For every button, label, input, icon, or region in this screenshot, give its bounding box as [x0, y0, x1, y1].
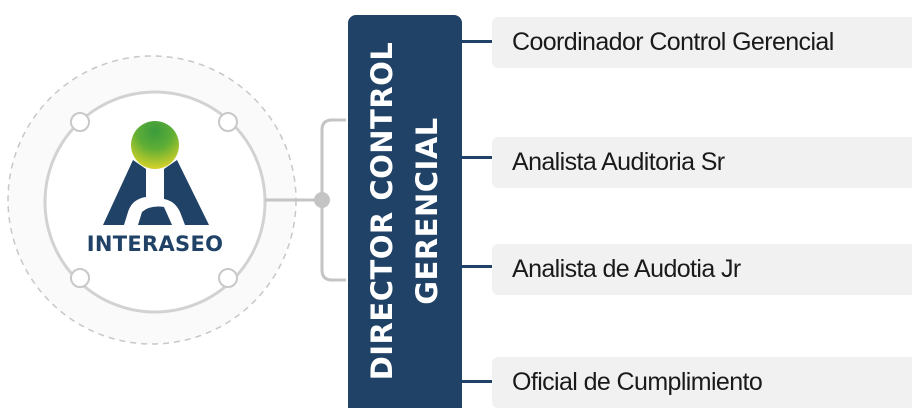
role-label-2: Analista Auditoria Sr — [512, 148, 725, 176]
connector-role-2 — [462, 156, 492, 159]
connector-role-4 — [462, 380, 492, 383]
logo-right-shape — [164, 160, 209, 225]
role-label-4: Oficial de Cumplimiento — [512, 368, 763, 396]
connector-role-3 — [462, 265, 492, 268]
role-label-1: Coordinador Control Gerencial — [512, 28, 834, 56]
interaseo-logo-mark — [103, 121, 209, 225]
ring-node-top-left — [70, 112, 90, 132]
ring-node-bottom-right — [218, 268, 238, 288]
director-title: DIRECTOR CONTROL GERENCIAL — [360, 42, 450, 381]
logo-wordmark: INTERASEO — [86, 232, 224, 256]
role-label-3: Analista de Audotia Jr — [512, 255, 741, 283]
logo-middle-shape — [138, 206, 172, 225]
director-bar — [348, 15, 462, 408]
logo-ball — [131, 121, 179, 169]
role-box-1: Coordinador Control Gerencial — [492, 17, 912, 68]
director-title-line1: DIRECTOR CONTROL — [365, 41, 399, 381]
director-title-line2: GERENCIAL — [410, 117, 444, 305]
logo-circle — [43, 90, 267, 314]
ring-node-bottom-left — [70, 268, 90, 288]
role-box-2: Analista Auditoria Sr — [492, 137, 912, 188]
role-box-3: Analista de Audotia Jr — [492, 244, 912, 295]
bracket-node — [314, 192, 330, 208]
role-box-4: Oficial de Cumplimiento — [492, 357, 912, 408]
ring-node-top-right — [218, 112, 238, 132]
connector-role-1 — [462, 40, 492, 43]
logo-left-shape — [103, 160, 146, 225]
